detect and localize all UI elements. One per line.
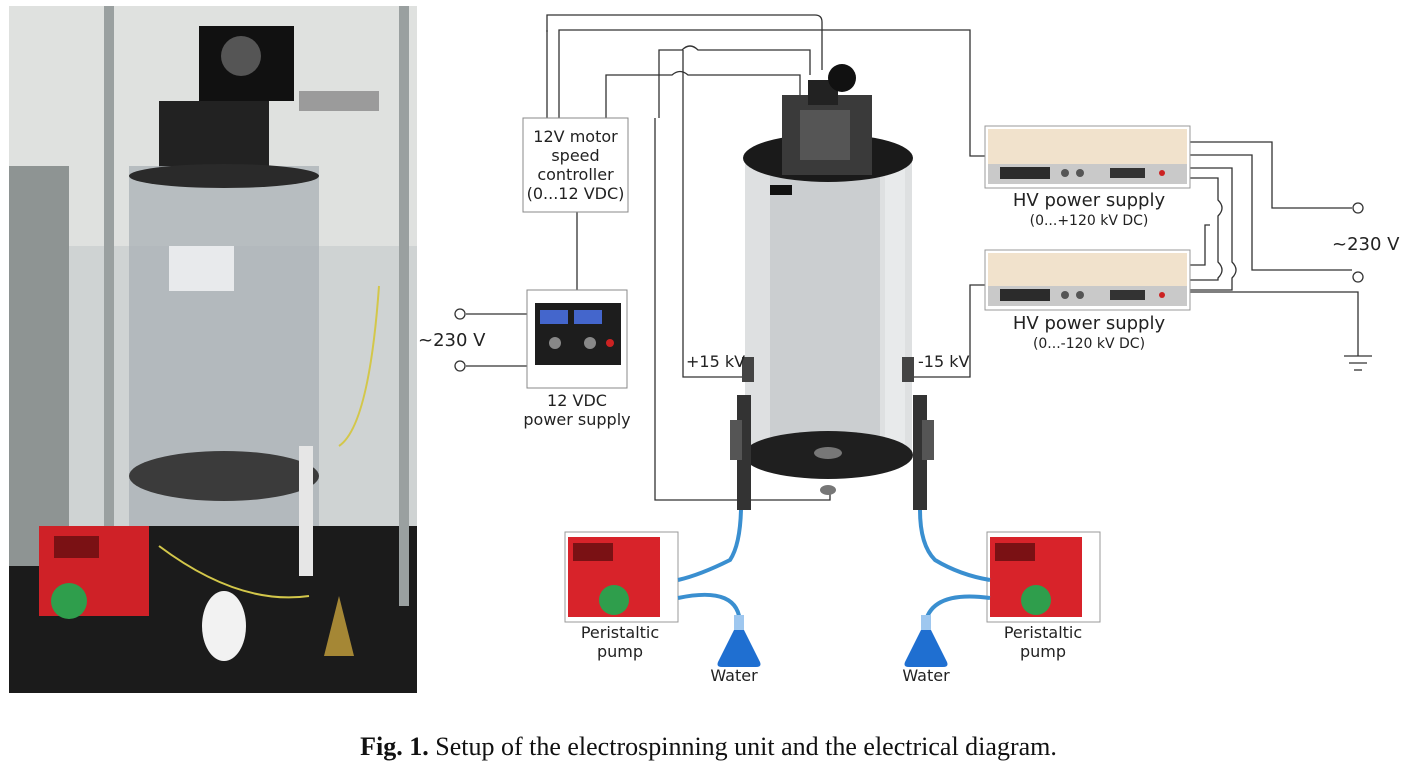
caption-label: Fig. 1. [360,732,429,761]
motor-controller-line-1: 12V motor [533,127,618,146]
water-flask-right [904,615,948,667]
water-flask-left [717,615,761,667]
mains-right-terminal-1 [1352,202,1364,214]
pump-right-label: Peristaltic pump [983,623,1103,661]
hv-supply-bottom-range: (0...-120 kV DC) [1032,336,1146,352]
ground-icon [1344,355,1372,371]
mains-left-terminal-2 [454,360,466,372]
water-right-label: Water [902,666,950,685]
spinning-drum [743,64,913,495]
hv-supply-bottom-label: HV power supply [1012,313,1166,334]
water-left-label: Water [710,666,758,685]
motor-controller-line-4: (0...12 VDC) [526,184,625,203]
pump-left [564,531,679,623]
figure-caption: Fig. 1. Setup of the electrospinning uni… [0,732,1417,762]
mains-right-terminal-2 [1352,271,1364,283]
pump-right [986,531,1101,623]
plus-hv-wire [682,50,746,378]
mains-right-label: ~230 V [1332,234,1400,255]
pump-left-line-1: Peristaltic [580,623,660,642]
hv-supply-top-label: HV power supply [1012,190,1166,211]
plus-voltage-label: +15 kV [686,352,746,371]
motor-controller-line-3: controller [537,165,614,184]
pump-right-line-2: pump [1019,642,1067,661]
nozzle-right [902,357,934,510]
vdc-supply-line-2: power supply [523,410,631,429]
setup-photo [9,6,417,693]
pump-left-label: Peristaltic pump [560,623,680,661]
mains-wiring-right [1190,141,1359,356]
vdc-supply-line-1: 12 VDC [547,391,607,410]
vdc-supply-label: 12 VDC power supply [512,391,642,429]
hv-supply-top [984,125,1191,189]
mains-left-terminal-1 [454,308,466,320]
motor-wiring [546,14,985,157]
mains-wiring-left [466,313,527,367]
vdc-supply [526,289,628,389]
hv-supply-bottom [984,249,1191,311]
pump-right-line-1: Peristaltic [1003,623,1083,642]
motor-controller-line-2: speed [551,146,600,165]
minus-voltage-label: -15 kV [918,352,970,371]
mains-left-label: ~230 V [418,330,486,351]
motor-controller-label: 12V motor speed controller (0...12 VDC) [523,127,628,203]
nozzle-left [730,357,754,510]
motor-controller-box [522,117,629,213]
caption-text: Setup of the electrospinning unit and th… [428,732,1057,761]
hv-supply-top-range: (0...+120 kV DC) [1029,213,1149,229]
minus-hv-wire [905,284,985,378]
tubing [677,509,991,626]
pump-left-line-2: pump [596,642,644,661]
